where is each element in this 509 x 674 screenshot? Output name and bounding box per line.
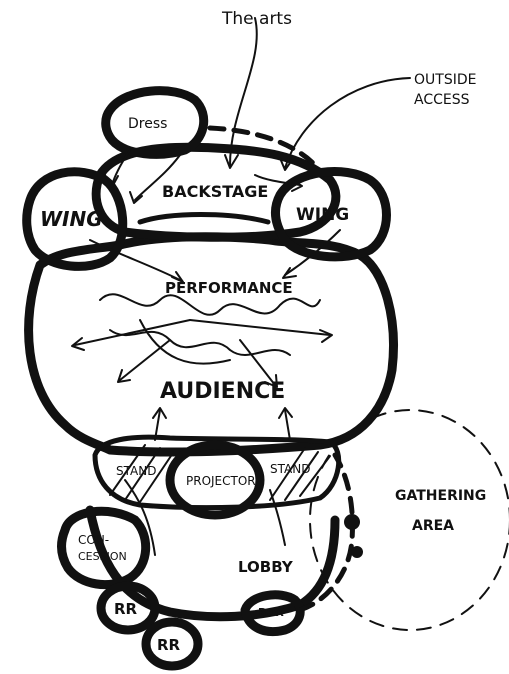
dressing-label: Dress bbox=[128, 116, 167, 132]
concession-bubble bbox=[57, 506, 151, 590]
wing-left-bubble bbox=[22, 167, 128, 271]
stand-left-label: STAND bbox=[116, 464, 156, 478]
wing-right-label: WING bbox=[296, 205, 349, 225]
backstage-label: BACKSTAGE bbox=[162, 182, 268, 201]
outside-access-line-2: ACCESS bbox=[414, 92, 470, 108]
projector-label: PROJECTOR bbox=[186, 474, 256, 488]
gathering-dot-1 bbox=[344, 514, 360, 530]
gathering-line-2: AREA bbox=[412, 518, 454, 534]
projector-bubble bbox=[165, 440, 265, 520]
restroom-1-bubble bbox=[96, 581, 160, 635]
gathering-to-lobby-path bbox=[297, 452, 355, 613]
concession-line-1: CON- bbox=[78, 533, 109, 547]
wing-left-label: WING bbox=[40, 207, 103, 231]
restroom-2-label: RR bbox=[157, 636, 181, 654]
stand-right-label: STAND bbox=[270, 462, 310, 476]
box-office-label: BOX bbox=[258, 606, 284, 619]
lobby-label: LOBBY bbox=[238, 558, 294, 576]
top-arrow-label: The arts bbox=[221, 9, 292, 29]
lobby-outline bbox=[85, 505, 340, 622]
gathering-area-bubble bbox=[309, 409, 509, 631]
performance-label: PERFORMANCE bbox=[165, 279, 293, 297]
wing-right-bubble bbox=[270, 167, 391, 262]
dressing-bubble bbox=[101, 86, 209, 159]
concession-line-2: CESSION bbox=[78, 550, 127, 563]
restroom-1-label: RR bbox=[114, 600, 138, 618]
performance-scribble bbox=[99, 293, 321, 365]
gathering-dot-2 bbox=[351, 546, 363, 558]
outside-access-line-1: OUTSIDE bbox=[414, 72, 476, 88]
circulation-arrows bbox=[71, 17, 411, 556]
audience-label: AUDIENCE bbox=[160, 379, 285, 404]
gathering-line-1: GATHERING bbox=[395, 488, 486, 504]
restroom-2-bubble bbox=[141, 617, 203, 671]
backstage-dashed-edge bbox=[207, 125, 318, 168]
box-office-bubble bbox=[240, 590, 305, 637]
stage-edge bbox=[137, 212, 271, 225]
